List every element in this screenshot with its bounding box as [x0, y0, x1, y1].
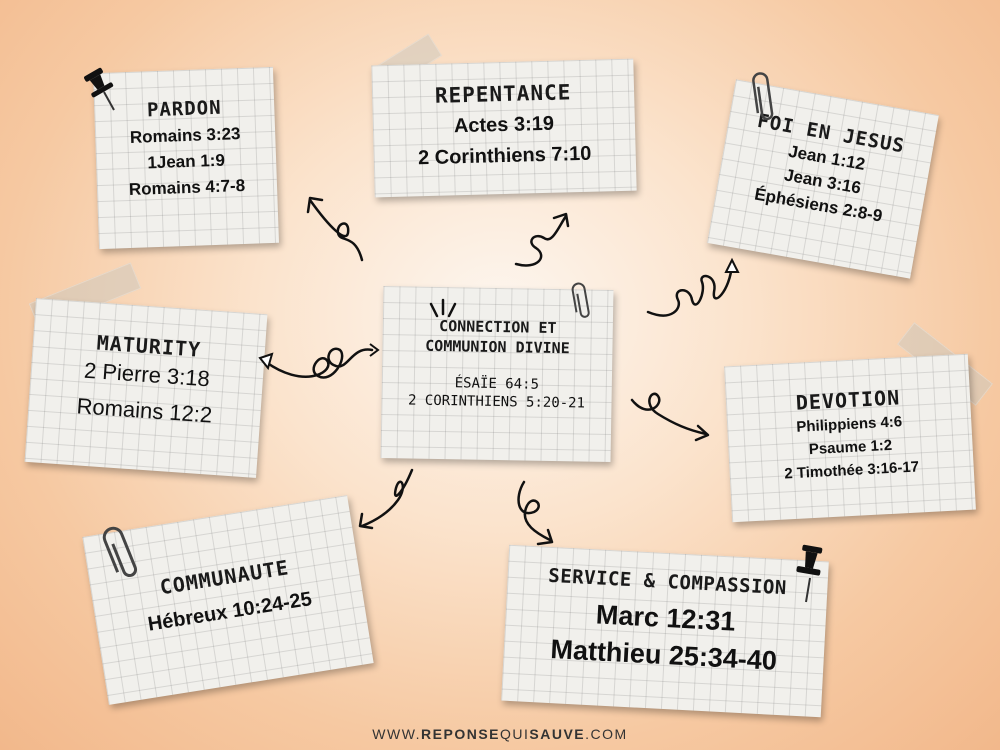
footer-qui: QUI [500, 726, 530, 742]
verse: Romains 12:2 [75, 393, 214, 428]
repentance-card: REPENTANCE Actes 3:19 2 Corinthiens 7:10 [371, 58, 637, 198]
arrow-doodle [517, 480, 554, 546]
center-verse: 2 CORINTHIENS 5:20-21 [407, 392, 586, 412]
footer-sauve: SAUVE [529, 726, 586, 742]
footer-suffix: .COM [585, 726, 628, 742]
verse: Romains 3:23 [129, 124, 241, 147]
paperclip-icon [102, 526, 138, 578]
pushpin-icon [84, 67, 115, 111]
service-card: SERVICE & COMPASSION Marc 12:31 Matthieu… [501, 544, 829, 718]
center-verse: ÉSAÏE 64:5 [454, 375, 540, 393]
arrow-doodle [358, 468, 414, 530]
sparkle-icon [429, 298, 457, 318]
foi-card: FOI EN JESUS Jean 1:12 Jean 3:16 Éphésie… [707, 79, 939, 279]
footer-prefix: WWW. [372, 726, 422, 742]
arrow-doodle [630, 392, 710, 442]
arrow-doodle [306, 196, 364, 262]
repentance-title: REPENTANCE [434, 80, 572, 108]
pardon-card: PARDON Romains 3:23 1Jean 1:9 Romains 4:… [92, 66, 280, 250]
paperclip-icon [571, 282, 590, 318]
verse: Actes 3:19 [453, 112, 555, 138]
pushpin-icon [796, 544, 823, 603]
footer-reponse: REPONSE [421, 726, 501, 742]
arrow-doodle [258, 343, 380, 379]
arrow-doodle [646, 257, 740, 317]
arrow-doodle [514, 212, 570, 267]
center-title-line2: COMMUNION DIVINE [425, 336, 570, 358]
maturity-card: MATURITY 2 Pierre 3:18 Romains 12:2 [24, 298, 268, 478]
devotion-card: DEVOTION Philippiens 4:6 Psaume 1:2 2 Ti… [724, 353, 976, 523]
verse: 1Jean 1:9 [147, 150, 226, 173]
service-title: SERVICE & COMPASSION [547, 564, 788, 600]
paperclip-icon [752, 72, 774, 121]
verse: Romains 4:7-8 [128, 175, 246, 200]
website-footer[interactable]: WWW.REPONSEQUISAUVE.COM [0, 726, 1000, 742]
verse: 2 Corinthiens 7:10 [417, 142, 592, 170]
pardon-title: PARDON [146, 96, 222, 122]
